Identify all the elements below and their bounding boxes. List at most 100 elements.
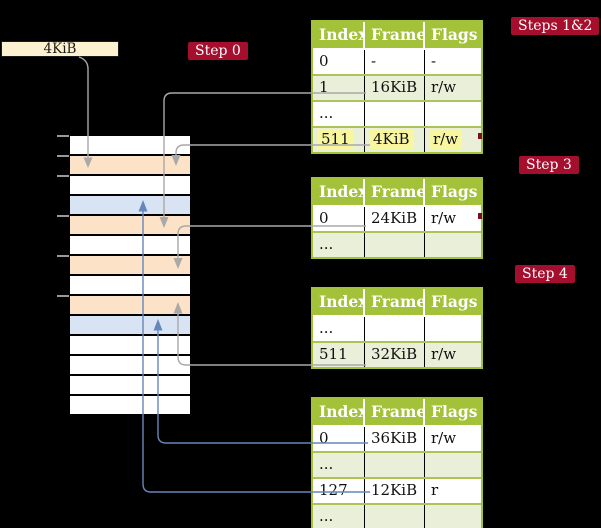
table-cell: ...	[313, 317, 365, 341]
table-cell: 24KiB	[365, 207, 425, 231]
table-cell: 12KiB	[365, 479, 425, 503]
memory-frame-row-3	[70, 196, 190, 214]
table-cell: 127	[313, 479, 365, 503]
table-cell: r/w	[425, 343, 481, 367]
step-3-label: Step 3	[519, 156, 579, 174]
physical-memory-column	[70, 136, 190, 414]
memory-frame-row-5	[70, 236, 190, 254]
table-row: ...	[313, 231, 481, 257]
table-cell	[365, 317, 425, 341]
table-cell	[425, 102, 481, 126]
table-row: 511 4KiB r/w	[313, 126, 481, 152]
table-cell: -	[365, 50, 425, 74]
table-cell: ...	[313, 505, 365, 528]
memory-tick-3	[57, 215, 69, 217]
memory-frame-row-1	[70, 156, 190, 174]
table-cell: ...	[313, 233, 365, 257]
memory-frame-row-11	[70, 356, 190, 374]
table-cell: r	[425, 479, 481, 503]
column-header-frame: Frame	[365, 289, 425, 315]
memory-frame-row-0	[70, 136, 190, 154]
memory-tick-2	[57, 175, 69, 177]
column-header-index: Index	[313, 179, 365, 205]
memory-tick-0	[57, 135, 69, 137]
memory-tick-1	[57, 155, 69, 157]
column-header-flags: Flags	[431, 292, 478, 311]
column-header-index: Index	[313, 289, 365, 315]
table-cell: 4KiB	[365, 128, 425, 152]
table-cell: r/w	[425, 207, 481, 231]
column-header-index: Index	[313, 22, 365, 48]
column-header-flags: Flags	[431, 25, 478, 44]
table-cell: ...	[313, 453, 365, 477]
memory-frame-row-8	[70, 296, 190, 314]
row-marker-dash-0	[478, 133, 482, 139]
table-cell: 511	[313, 343, 365, 367]
memory-tick-5	[57, 295, 69, 297]
table-row: 0--	[313, 48, 481, 74]
table-cell	[365, 102, 425, 126]
memory-frame-row-6	[70, 256, 190, 274]
memory-frame-row-7	[70, 276, 190, 294]
table-cell: 1	[313, 76, 365, 100]
column-header-index: Index	[313, 399, 365, 425]
table-cell: ...	[313, 102, 365, 126]
table-cell: 16KiB	[365, 76, 425, 100]
table-row: ...	[313, 451, 481, 477]
highlighted-value: 4KiB	[369, 129, 414, 149]
column-header-frame: Frame	[365, 179, 425, 205]
column-header-frame: Frame	[365, 399, 425, 425]
table-row: ...	[313, 315, 481, 341]
frame-size-box: 4KiB	[1, 41, 119, 57]
table-cell: 0	[313, 207, 365, 231]
table-cell: r/w	[425, 427, 481, 451]
table-cell	[365, 453, 425, 477]
table-cell	[425, 453, 481, 477]
table-cell: 0	[313, 50, 365, 74]
frame-size-label: 4KiB	[43, 41, 77, 57]
table-cell: r/w	[425, 128, 481, 152]
highlighted-value: r/w	[429, 129, 463, 149]
table-cell	[425, 317, 481, 341]
column-header-frame: Frame	[365, 22, 425, 48]
memory-frame-row-2	[70, 176, 190, 194]
table-row: ...	[313, 503, 481, 528]
table-cell: 32KiB	[365, 343, 425, 367]
memory-frame-row-12	[70, 376, 190, 394]
table-cell: 36KiB	[365, 427, 425, 451]
memory-tick-4	[57, 255, 69, 257]
table-cell: 511	[313, 128, 365, 152]
memory-frame-row-4	[70, 216, 190, 234]
table-cell	[365, 233, 425, 257]
column-header-flags: Flags	[431, 402, 478, 421]
highlighted-value: 511	[317, 129, 354, 149]
table-cell: r/w	[425, 76, 481, 100]
table-cell	[425, 505, 481, 528]
steps-1-2-label: Steps 1&2	[511, 17, 600, 35]
table-row: ...	[313, 100, 481, 126]
memory-frame-row-10	[70, 336, 190, 354]
memory-frame-row-13	[70, 396, 190, 414]
table-cell	[365, 505, 425, 528]
table-cell	[425, 233, 481, 257]
table-cell: -	[425, 50, 481, 74]
table-cell: 0	[313, 427, 365, 451]
column-header-flags: Flags	[431, 182, 478, 201]
memory-frame-row-9	[70, 316, 190, 334]
step-0-label: Step 0	[188, 42, 248, 60]
step-4-label: Step 4	[515, 265, 575, 283]
